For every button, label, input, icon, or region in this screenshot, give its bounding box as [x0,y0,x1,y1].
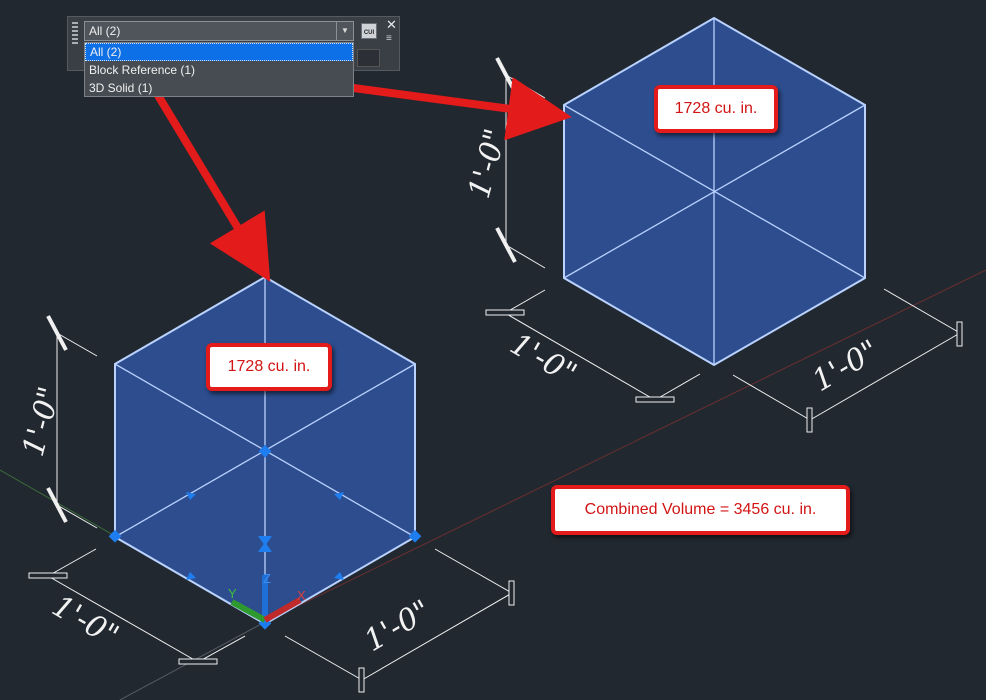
x-axis-guide-ext [264,269,986,623]
dropdown-option-3d-solid[interactable]: 3D Solid (1) [89,81,153,95]
arrow-to-left-cube [152,89,271,282]
quick-select-icon[interactable]: CUI [361,23,377,39]
object-type-select-value: All (2) [89,24,121,38]
dropdown-option-block-reference[interactable]: Block Reference (1) [89,63,196,77]
object-type-dropdown[interactable]: All (2) Block Reference (1) 3D Solid (1) [84,42,354,97]
object-type-select[interactable]: All (2) ▼ [84,21,354,41]
close-icon[interactable]: ✕ [386,17,397,32]
menu-icon[interactable]: ≡ [386,33,392,44]
ucs-x-label: X [297,588,306,603]
right-cube-right-width-text: 1'-0" [807,333,885,398]
left-cube-height-dimension [46,315,98,529]
right-cube-left-width-text: 1'-0" [504,327,582,392]
panel-grip-handle[interactable] [72,22,78,46]
right-cube-left-width-dimension [485,289,701,403]
panel-secondary-box [357,49,380,67]
ucs-icon: Z Y X [228,571,306,623]
left-cube-left-width-text: 1'-0" [46,589,124,654]
left-cube-left-width-dimension [28,548,246,665]
left-cube-right-width-text: 1'-0" [359,593,437,658]
volume-callout-left: 1728 cu. in. [206,343,332,391]
right-cube-right-width-dimension [732,288,963,433]
ucs-z-label: Z [263,571,271,586]
dropdown-option-all[interactable]: All (2) [85,43,353,61]
right-cube[interactable] [563,16,866,367]
ucs-y-label: Y [228,586,237,601]
left-cube-height-text: 1'-0" [16,383,68,460]
chevron-down-icon[interactable]: ▼ [336,22,353,40]
volume-callout-right: 1728 cu. in. [654,85,778,133]
left-cube-right-width-dimension [284,548,515,693]
combined-volume-callout: Combined Volume = 3456 cu. in. [551,485,850,535]
